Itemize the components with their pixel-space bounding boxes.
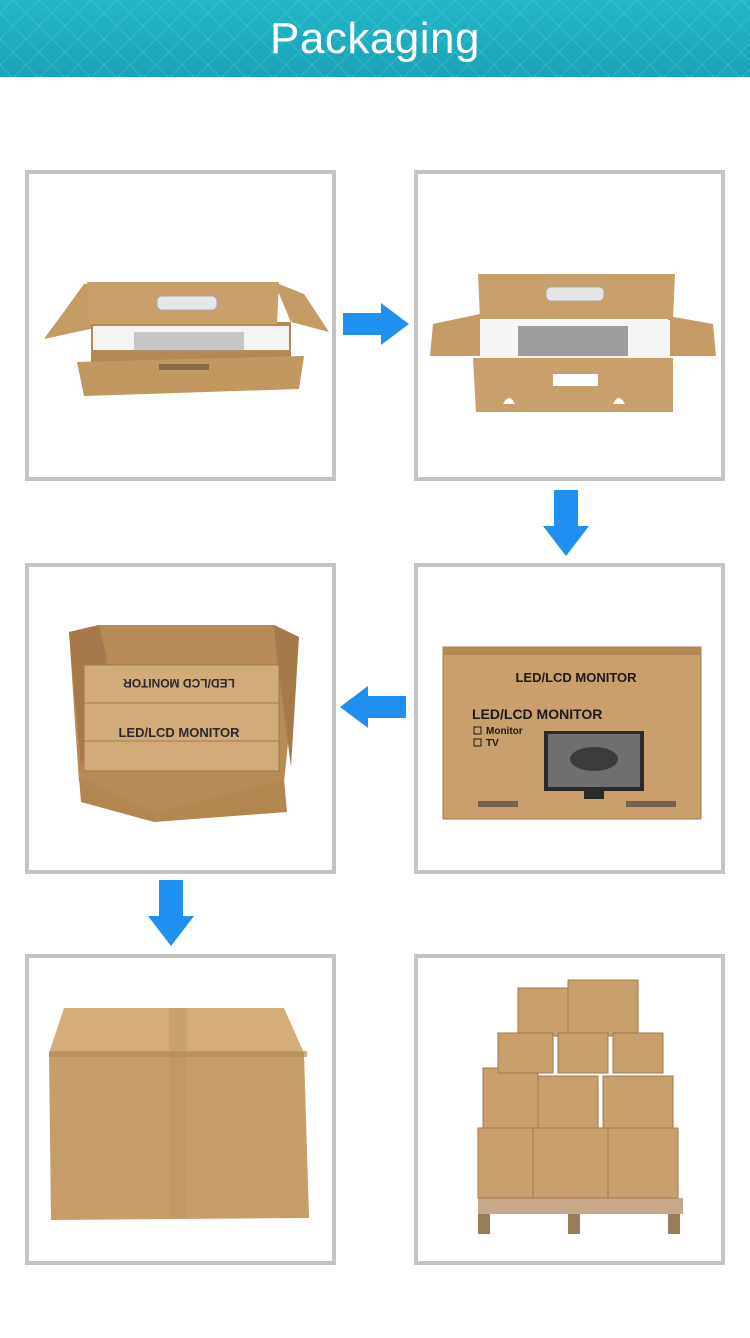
printed-monitor-box-image: LED/LCD MONITOR LED/LCD MONITOR Monitor …: [442, 646, 702, 820]
outer-carton-image: LED/LCD MONITOR LED/LCD MONITOR: [69, 625, 299, 822]
step-1-panel: [25, 170, 336, 481]
arrow-down-icon: [148, 880, 194, 946]
box-option-tv: TV: [486, 738, 499, 749]
open-box-image: [44, 282, 329, 396]
page-header: Packaging: [0, 0, 750, 77]
open-box-closeup-image: [430, 274, 716, 412]
arrow-down-icon: [543, 490, 589, 556]
step-5-panel: [25, 954, 336, 1265]
inner-box-label-2: LED/LCD MONITOR: [118, 725, 240, 740]
step-4-panel: LED/LCD MONITOR LED/LCD MONITOR: [25, 563, 336, 874]
inner-box-label-1: LED/LCD MONITOR: [123, 676, 235, 690]
box-front-label: LED/LCD MONITOR: [472, 706, 602, 722]
step-2-panel: [414, 170, 725, 481]
arrow-right-icon: [343, 303, 409, 345]
sealed-carton-image: [49, 1008, 309, 1220]
box-top-label: LED/LCD MONITOR: [515, 670, 637, 685]
arrow-left-icon: [340, 686, 406, 728]
step-3-panel: LED/LCD MONITOR LED/LCD MONITOR Monitor …: [414, 563, 725, 874]
box-option-monitor: Monitor: [486, 726, 523, 737]
step-6-panel: [414, 954, 725, 1265]
palletized-cartons-image: [477, 979, 683, 1234]
header-pattern: [0, 0, 750, 77]
page-title: Packaging: [270, 14, 480, 63]
